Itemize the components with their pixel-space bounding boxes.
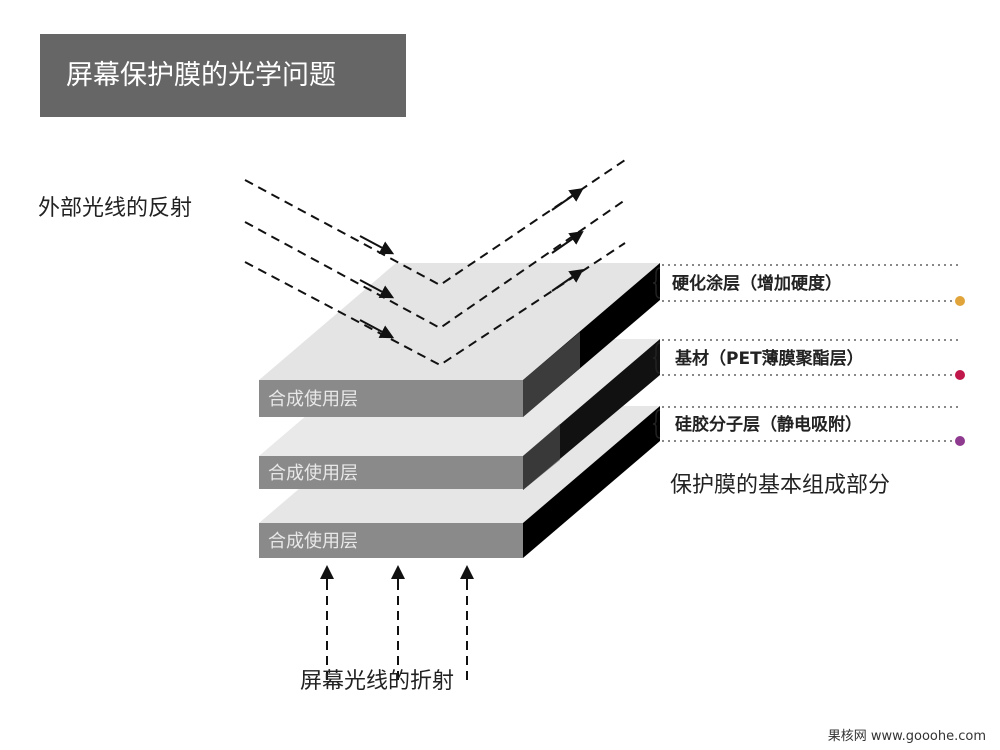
- marker-dot: [955, 370, 965, 380]
- layer-label: 合成使用层: [268, 463, 358, 484]
- marker-dot: [955, 296, 965, 306]
- bracket-icon: [652, 267, 661, 299]
- component-label-pet: 基材（PET薄膜聚酯层）: [674, 348, 864, 369]
- marker-dot: [955, 436, 965, 446]
- layer-slab-top: 合成使用层: [259, 263, 660, 417]
- component-label-hardcoat: 硬化涂层（增加硬度）: [672, 273, 842, 294]
- watermark: 果核网 www.gooohe.com: [827, 729, 986, 744]
- layer-label: 合成使用层: [268, 531, 358, 552]
- bracket-icon: [652, 409, 661, 439]
- refraction-label: 屏幕光线的折射: [300, 669, 454, 694]
- bracket-icon: [652, 342, 661, 374]
- composition-caption: 保护膜的基本组成部分: [670, 473, 890, 498]
- component-callouts: [662, 264, 960, 442]
- bracket-icons: [652, 267, 661, 439]
- layer-label: 合成使用层: [268, 389, 358, 410]
- component-label-silicone: 硅胶分子层（静电吸附）: [675, 414, 862, 435]
- refraction-rays: [320, 565, 474, 680]
- reflection-label: 外部光线的反射: [38, 196, 192, 221]
- reflection-rays: [244, 159, 626, 367]
- page-title: 屏幕保护膜的光学问题: [40, 34, 406, 117]
